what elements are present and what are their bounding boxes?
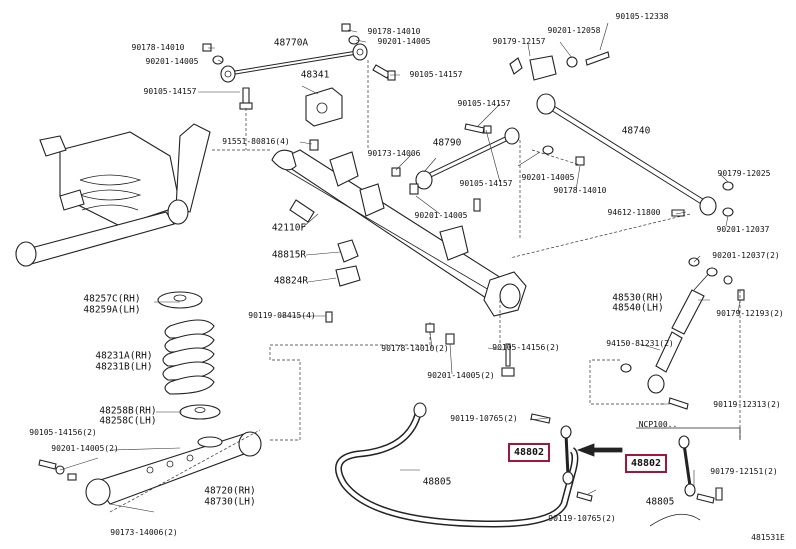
label-48231b-lh[interactable]: 48231B(LH) <box>95 361 153 373</box>
label-48805-ncp[interactable]: 48805 <box>645 496 675 508</box>
label-48770a[interactable]: 48770A <box>273 37 309 49</box>
stabilizer-link <box>560 425 574 485</box>
label-90201-12058[interactable]: 90201-12058 <box>547 26 601 35</box>
label-48530-rh[interactable]: 48530(RH) <box>612 292 664 304</box>
label-90119-12313[interactable]: 90119-12313(2) <box>713 400 781 409</box>
label-90119-10765-2a[interactable]: 90119-10765(2) <box>450 414 518 423</box>
label-90105-14156-2a[interactable]: 90105-14156(2) <box>492 343 560 352</box>
label-90201-12037-2[interactable]: 90201-12037(2) <box>712 251 780 260</box>
label-90105-12338[interactable]: 90105-12338 <box>615 12 669 21</box>
label-90173-14006-2[interactable]: 90173-14006(2) <box>110 528 178 537</box>
label-90119-10765-2b[interactable]: 90119-10765(2) <box>548 514 616 523</box>
label-48258c-lh[interactable]: 48258C(LH) <box>99 415 157 427</box>
label-90201-14005-b[interactable]: 90201-14005 <box>377 37 431 46</box>
label-90179-12025[interactable]: 90179-12025 <box>717 169 771 178</box>
label-48740[interactable]: 48740 <box>621 125 651 137</box>
label-94150-81231[interactable]: 94150-81231(2) <box>606 339 674 348</box>
label-48805[interactable]: 48805 <box>422 476 452 488</box>
label-90173-14006[interactable]: 90173-14006 <box>367 149 421 158</box>
label-48730-lh[interactable]: 48730(LH) <box>204 496 256 508</box>
label-90201-14005-c[interactable]: 90201-14005 <box>521 173 575 182</box>
label-94612-11800[interactable]: 94612-11800 <box>607 208 661 217</box>
axle-beam-42110f <box>271 149 527 317</box>
label-48824r[interactable]: 48824R <box>273 275 309 287</box>
highlight-48802-a[interactable]: 48802 <box>508 443 550 462</box>
label-ncp100: NCP100.. <box>638 420 678 429</box>
label-90105-14157-b[interactable]: 90105-14157 <box>409 70 463 79</box>
label-42110f[interactable]: 42110F <box>271 222 307 234</box>
label-48259a-lh[interactable]: 48259A(LH) <box>83 304 141 316</box>
label-48257c-rh[interactable]: 48257C(RH) <box>83 293 141 305</box>
label-90105-14157-a[interactable]: 90105-14157 <box>143 87 197 96</box>
label-90201-12037[interactable]: 90201-12037 <box>716 225 770 234</box>
spring-parts <box>157 291 221 420</box>
label-90179-12157[interactable]: 90179-12157 <box>492 37 546 46</box>
shock-absorber <box>647 267 718 394</box>
label-90105-14156-2b[interactable]: 90105-14156(2) <box>29 428 97 437</box>
label-48258b-rh[interactable]: 48258B(RH) <box>99 405 157 417</box>
label-90105-14157-d[interactable]: 90105-14157 <box>459 179 513 188</box>
label-90179-12151[interactable]: 90179-12151(2) <box>710 467 778 476</box>
label-90178-14010-2[interactable]: 90178-14010(2) <box>381 344 449 353</box>
label-48790[interactable]: 48790 <box>432 137 462 149</box>
label-48341[interactable]: 48341 <box>300 69 330 81</box>
label-48720-rh[interactable]: 48720(RH) <box>204 485 256 497</box>
upper-arm-48770a <box>220 43 368 83</box>
label-48540-lh[interactable]: 48540(LH) <box>612 302 664 314</box>
label-90201-14005-2a[interactable]: 90201-14005(2) <box>427 371 495 380</box>
label-90201-14005-a[interactable]: 90201-14005 <box>145 57 199 66</box>
label-90105-14157-c[interactable]: 90105-14157 <box>457 99 511 108</box>
lateral-rod-48790 <box>415 127 520 190</box>
label-90201-14005-2b[interactable]: 90201-14005(2) <box>51 444 119 453</box>
label-91551-80816[interactable]: 91551-80816(4) <box>222 137 290 146</box>
label-90201-14005-d[interactable]: 90201-14005 <box>414 211 468 220</box>
label-90178-14010-a[interactable]: 90178-14010 <box>131 43 185 52</box>
ncp-stabilizer-link <box>678 435 696 497</box>
highlight-48802-b[interactable]: 48802 <box>625 454 667 473</box>
label-90178-14010-b[interactable]: 90178-14010 <box>367 27 421 36</box>
label-90178-14010-c[interactable]: 90178-14010 <box>553 186 607 195</box>
label-90119-08415[interactable]: 90119-08415(4) <box>248 311 316 320</box>
label-48231a-rh[interactable]: 48231A(RH) <box>95 350 153 362</box>
label-48815r[interactable]: 48815R <box>271 249 307 261</box>
spring-assembly-overview <box>15 123 211 267</box>
rod-48740 <box>536 93 717 216</box>
label-90179-12193[interactable]: 90179-12193(2) <box>716 309 784 318</box>
diagram-code: 481531E <box>751 533 785 542</box>
lower-arm <box>85 431 262 506</box>
